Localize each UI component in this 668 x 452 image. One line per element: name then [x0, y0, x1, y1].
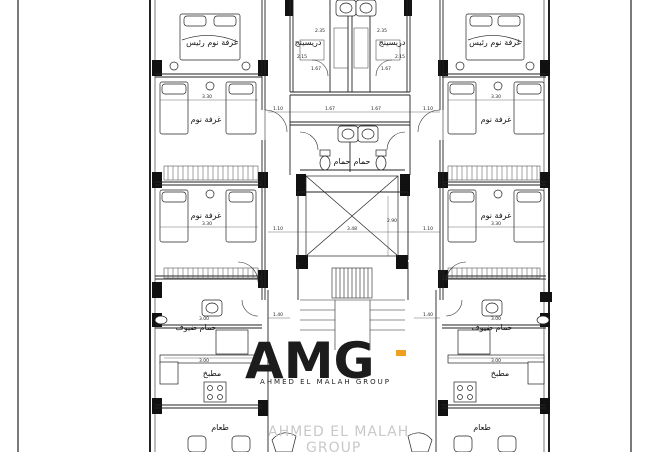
label-bedroom-left-upper: غرفة نوم — [191, 115, 222, 124]
twin-beds-right-upper — [447, 81, 545, 135]
label-bedroom-right-lower: غرفة نوم — [481, 211, 512, 220]
beds — [159, 13, 545, 243]
dim-shaft-mid: 3.48 — [347, 226, 357, 232]
dim-kitchen-right: 3.00 — [491, 358, 501, 364]
company-logo: AMG AHMED EL MALAH GROUP AHMED EL MALAH … — [245, 332, 409, 452]
label-dining-left: طعام — [211, 423, 229, 432]
label-kitchen-right: مطبخ — [491, 369, 509, 378]
dim-guest-right: 3.00 — [491, 316, 501, 322]
logo-watermark-line1: AHMED EL MALAH — [268, 424, 409, 440]
dim-dress-c: 2.15 — [297, 54, 307, 60]
dim-guest-left: 3.00 — [199, 316, 209, 322]
room-labels: غرفة نوم رئيس غرفة نوم رئيس دريسينج دريس… — [175, 38, 520, 432]
dim-dress-f: 2.35 — [377, 28, 387, 34]
label-guest-bath-right: حمام ضيوف — [471, 323, 512, 332]
dim-corr-d: 1.10 — [423, 106, 433, 112]
bath-fixtures — [154, 0, 550, 325]
dim-dress-a: 1.67 — [311, 66, 321, 72]
label-master-bedroom-right: غرفة نوم رئيس — [469, 38, 521, 47]
label-bath-left: حمام — [334, 157, 351, 166]
dim-right-low-bed: 3.30 — [491, 221, 501, 227]
dim-dress-b: 1.67 — [381, 66, 391, 72]
dim-shaft-vert: 2.90 — [387, 218, 397, 224]
logo-accent — [396, 350, 406, 356]
twin-beds-right-lower — [447, 189, 545, 243]
label-master-bedroom-left: غرفة نوم رئيس — [186, 38, 238, 47]
closet-hatching — [167, 166, 538, 278]
dim-dress-e: 2.35 — [315, 28, 325, 34]
label-bedroom-left-lower: غرفة نوم — [191, 211, 222, 220]
dim-kitchen-left: 3.00 — [199, 358, 209, 364]
dim-corr-a: 1.10 — [273, 106, 283, 112]
dim-left-low-bed: 3.30 — [202, 221, 212, 227]
twin-beds-left-lower — [159, 189, 257, 243]
logo-watermark-line2: GROUP — [306, 440, 361, 452]
label-bedroom-right-upper: غرفة نوم — [481, 115, 512, 124]
twin-beds-left-upper — [159, 81, 257, 135]
dining-chairs — [187, 432, 517, 452]
dim-right-top-bed: 3.30 — [491, 94, 501, 100]
dimension-texts: 3.30 3.30 3.30 3.30 1.10 1.67 1.67 1.10 … — [199, 28, 501, 364]
door-swings — [237, 59, 467, 317]
dim-shaft-left: 1.10 — [273, 226, 283, 232]
kitchens — [159, 329, 545, 403]
dimension-lines — [160, 99, 544, 359]
dim-stair-right: 1.40 — [423, 312, 433, 318]
dim-stair-left: 1.40 — [273, 312, 283, 318]
label-kitchen-left: مطبخ — [203, 369, 221, 378]
label-dining-right: طعام — [473, 423, 491, 432]
label-dressing-left: دريسينج — [295, 38, 322, 47]
walls — [155, 0, 546, 452]
dim-dress-d: 2.15 — [395, 54, 405, 60]
logo-subtitle: AHMED EL MALAH GROUP — [260, 378, 391, 386]
bed-master-right — [455, 13, 535, 71]
dim-shaft-right: 1.10 — [423, 226, 433, 232]
elevator-shaft — [305, 175, 399, 257]
dim-corr-c: 1.67 — [371, 106, 381, 112]
logo-mark: AMG — [245, 332, 375, 390]
label-bath-right: حمام — [354, 157, 371, 166]
stairs — [300, 267, 405, 350]
dim-corr-b: 1.67 — [325, 106, 335, 112]
bed-master-left — [169, 13, 251, 71]
label-dressing-right: دريسينج — [379, 38, 406, 47]
label-guest-bath-left: حمام ضيوف — [175, 323, 216, 332]
dim-left-top-bed: 3.30 — [202, 94, 212, 100]
